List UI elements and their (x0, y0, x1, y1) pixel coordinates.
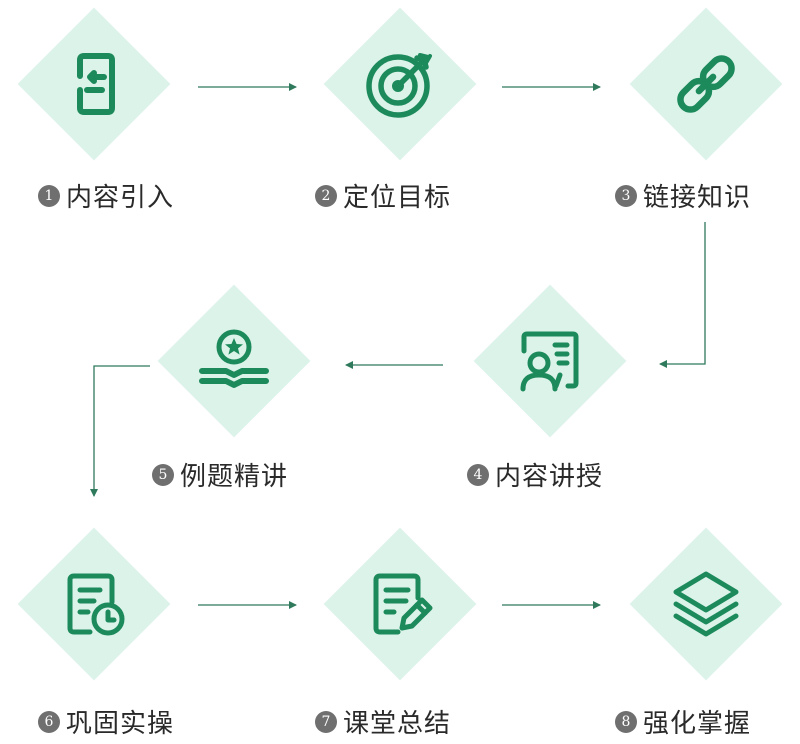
presentation-icon (520, 331, 579, 392)
step-8-title: 强化掌握 (643, 709, 752, 739)
document-clock-icon (67, 573, 125, 636)
step-7-label: 7 课堂总结 (315, 703, 451, 740)
step-4-label: 4 内容讲授 (467, 456, 603, 493)
arrow-5-to-6 (90, 365, 150, 497)
step-4-number: 4 (467, 463, 489, 486)
step-2-label: 2 定位目标 (315, 177, 451, 214)
import-icon (77, 53, 115, 115)
step-7-number: 7 (315, 710, 337, 733)
step-6-title: 巩固实操 (66, 709, 175, 739)
arrow-3-to-4 (659, 222, 706, 368)
target-icon (366, 53, 432, 118)
step-8-number: 8 (615, 710, 637, 733)
step-2-title: 定位目标 (343, 183, 452, 213)
step-3-label: 3 链接知识 (615, 177, 751, 214)
step-3-title: 链接知识 (643, 183, 752, 213)
step-6-number: 6 (38, 710, 60, 733)
step-5-title: 例题精讲 (180, 462, 289, 492)
step-5-number: 5 (152, 463, 174, 486)
step-5-label: 5 例题精讲 (152, 456, 288, 493)
document-edit-icon (373, 573, 433, 635)
step-3-number: 3 (615, 184, 637, 207)
step-1-label: 1 内容引入 (38, 177, 174, 214)
step-6-label: 6 巩固实操 (38, 703, 174, 740)
step-1-number: 1 (38, 184, 60, 207)
link-icon (677, 55, 735, 113)
layers-icon (673, 571, 739, 637)
step-4-title: 内容讲授 (495, 462, 604, 492)
step-8-label: 8 强化掌握 (615, 703, 751, 740)
step-1-title: 内容引入 (66, 183, 175, 213)
step-7-title: 课堂总结 (343, 709, 452, 739)
step-2-number: 2 (315, 184, 337, 207)
book-star-icon (199, 329, 269, 388)
